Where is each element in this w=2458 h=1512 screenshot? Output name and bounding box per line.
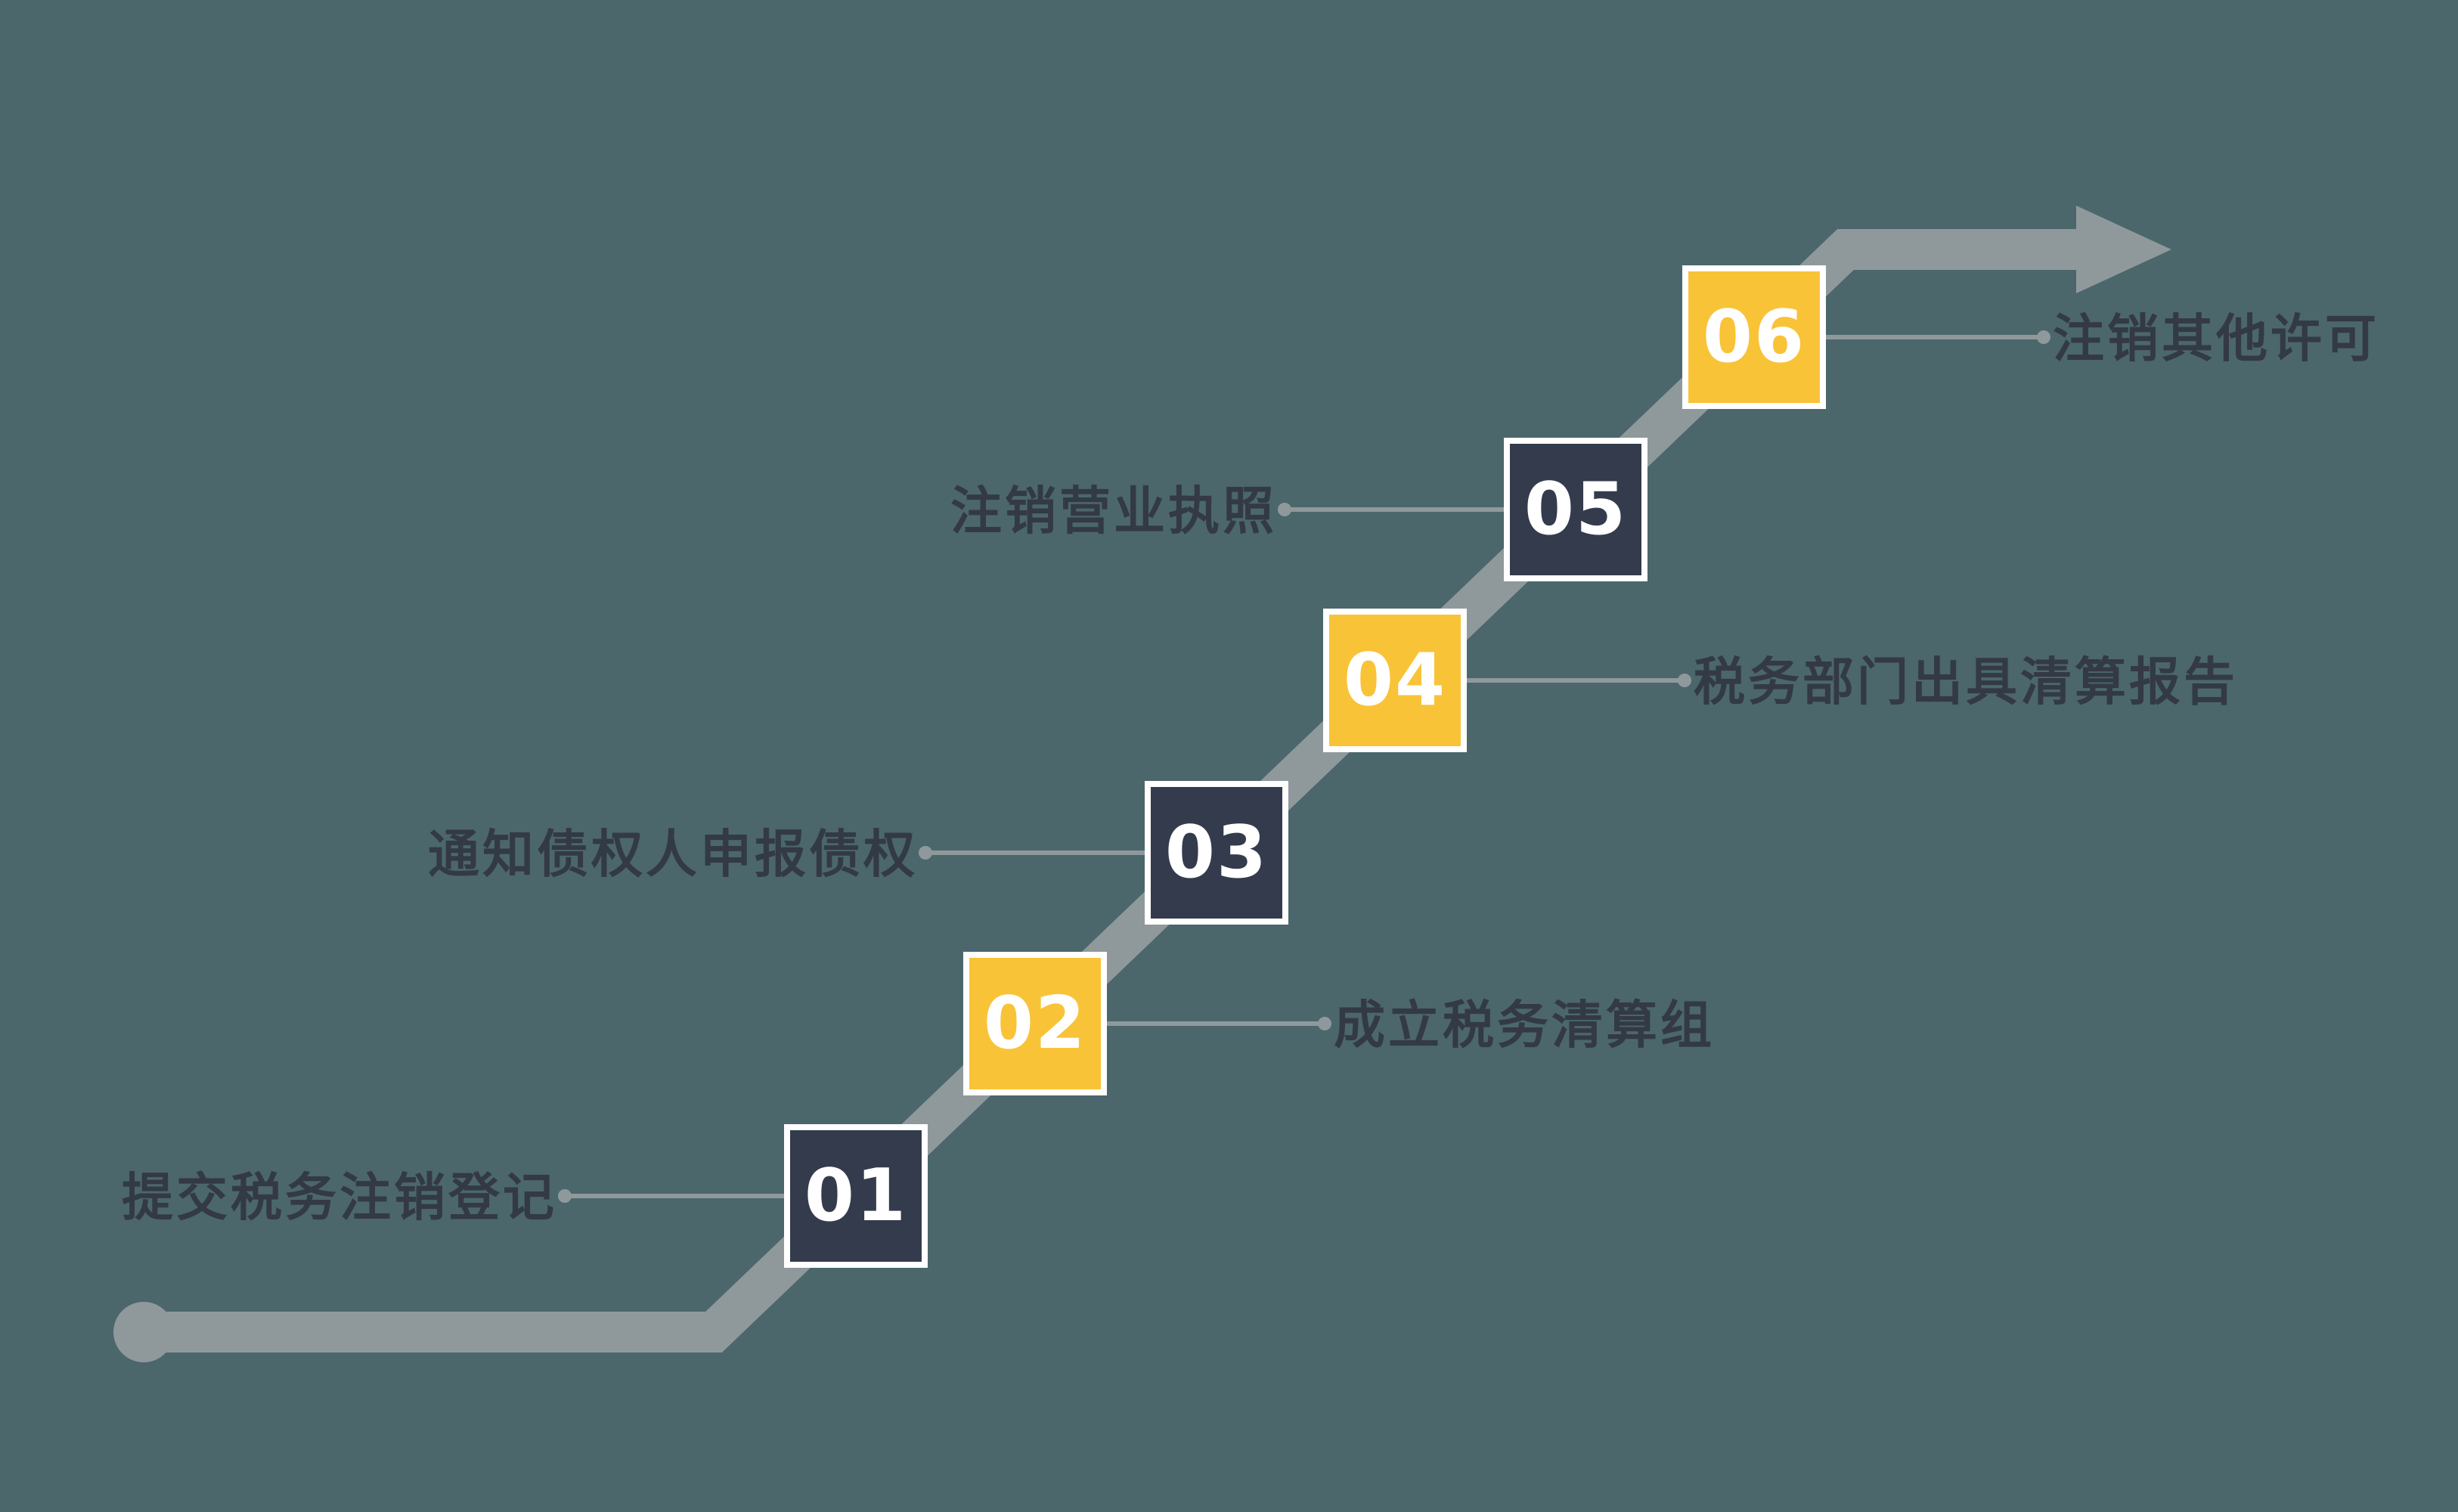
- connector-dot-icon: [2037, 330, 2050, 344]
- step-04-connector: [1465, 674, 1691, 687]
- connector-dot-icon: [1678, 674, 1691, 687]
- step-02-number: 02: [983, 982, 1087, 1065]
- connector-dot-icon: [558, 1189, 572, 1203]
- connector-dot-icon: [1318, 1017, 1331, 1030]
- step-05-label: 注销营业执照: [950, 482, 1277, 542]
- step-01-box: 01: [784, 1124, 928, 1268]
- step-06-connector: [1824, 330, 2050, 344]
- step-01-connector: [558, 1189, 784, 1203]
- step-06-number: 06: [1702, 296, 1806, 379]
- step-01-number: 01: [804, 1154, 908, 1238]
- step-05-box: 05: [1504, 438, 1647, 581]
- step-03-connector: [919, 846, 1145, 860]
- step-05-connector: [1278, 503, 1504, 516]
- step-02-label: 成立税务清算组: [1334, 996, 1716, 1056]
- step-05-number: 05: [1523, 468, 1628, 551]
- step-04-number: 04: [1343, 639, 1447, 722]
- step-06-label: 注销其他许可: [2053, 309, 2380, 370]
- step-03-label: 通知债权人申报债权: [427, 825, 918, 885]
- step-04-box: 04: [1323, 609, 1467, 752]
- step-03-box: 03: [1145, 781, 1288, 925]
- connector-dot-icon: [1278, 503, 1291, 516]
- step-06-box: 06: [1682, 265, 1826, 409]
- step-03-number: 03: [1164, 811, 1269, 894]
- step-02-connector: [1105, 1017, 1331, 1030]
- step-02-box: 02: [963, 952, 1107, 1095]
- flow-arrowhead-icon: [2076, 206, 2171, 293]
- step-04-label: 税务部门出具清算报告: [1694, 652, 2239, 713]
- step-01-label: 提交税务注销登记: [121, 1168, 557, 1228]
- connector-dot-icon: [919, 846, 932, 860]
